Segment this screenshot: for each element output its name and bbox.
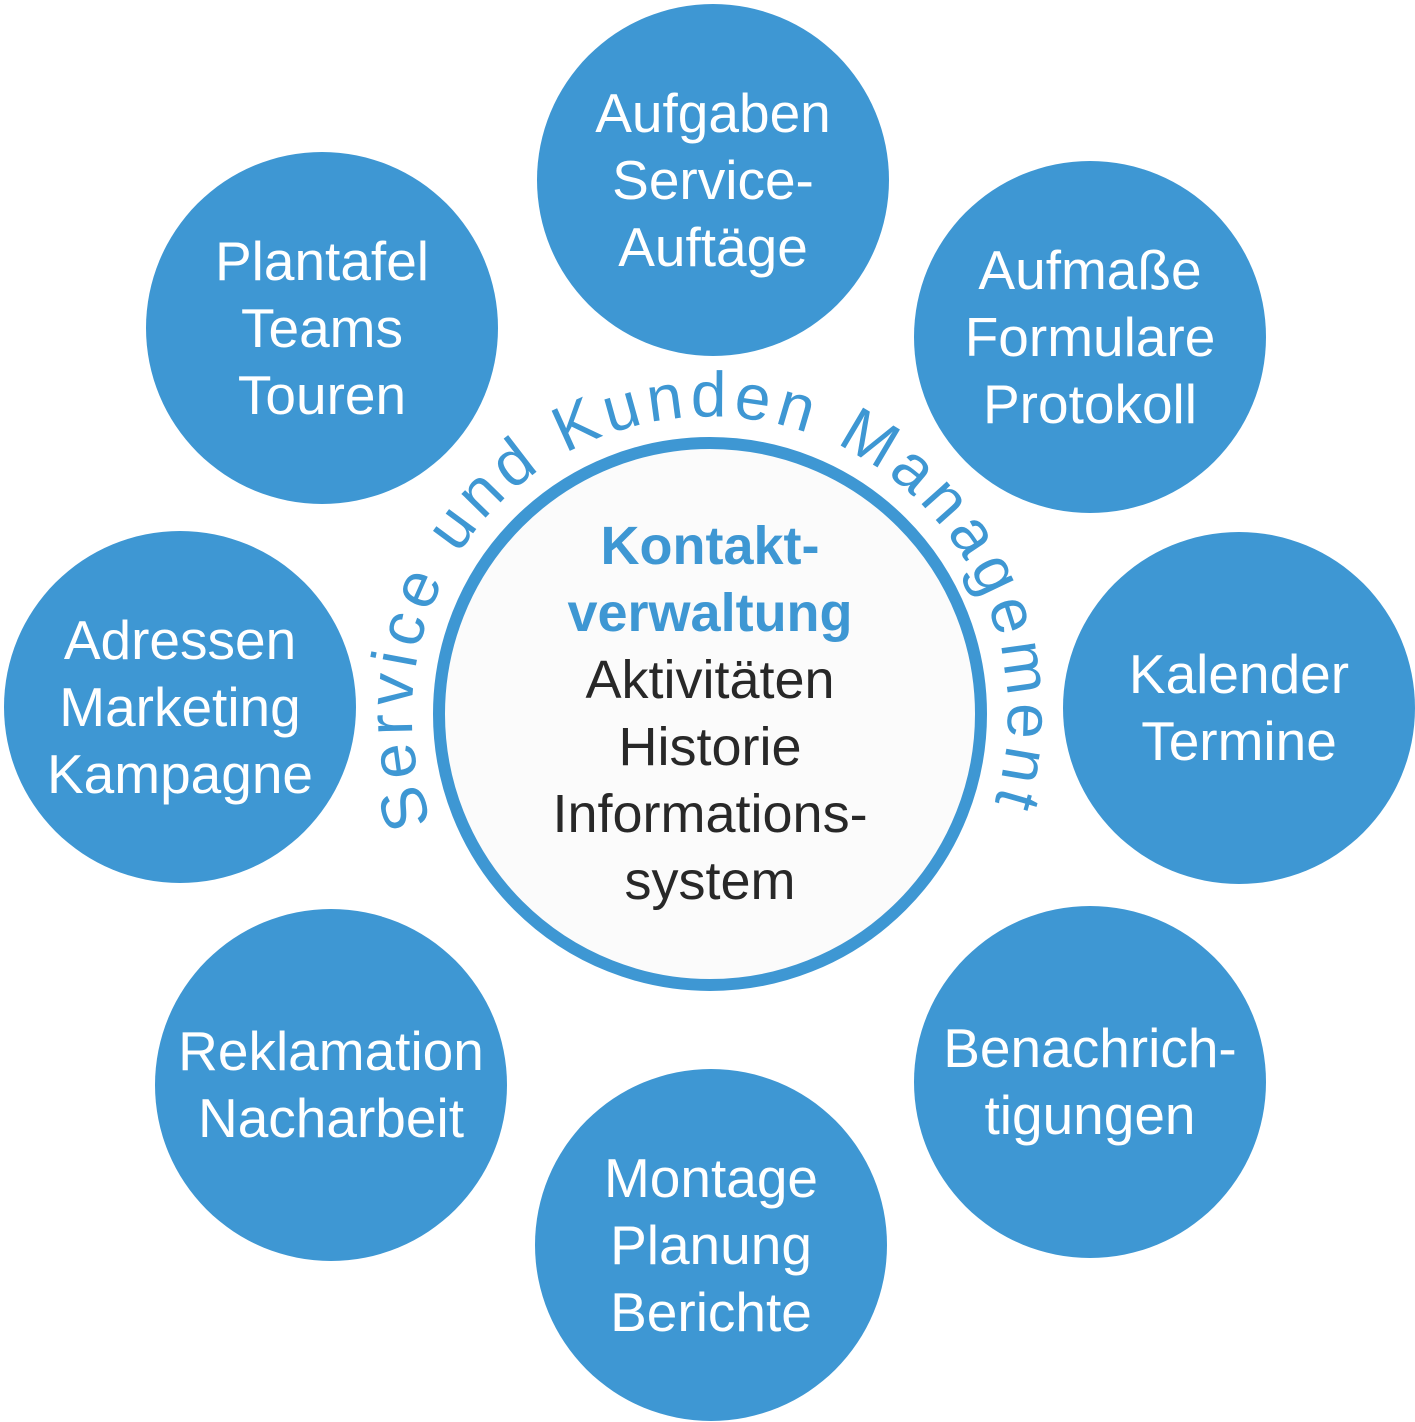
center-title-line-1: Kontakt- — [600, 516, 820, 576]
circle-label-line: Touren — [237, 363, 407, 426]
circle-label-line: Nacharbeit — [198, 1087, 464, 1149]
circle-label-line: Montage — [603, 1146, 819, 1209]
circle-aufgaben-serviceauftraege: Aufgaben Service- Auftäge — [537, 4, 889, 356]
center-title-line-2: verwaltung — [567, 583, 853, 643]
center-body-line-2: Historie — [618, 717, 802, 777]
circle-label-line: tigungen — [984, 1084, 1196, 1146]
center-body-line-3: Informations- — [552, 784, 868, 844]
circle-adressen-marketing-kampagne: Adressen Marketing Kampagne — [4, 531, 356, 883]
circle-label-line: Marketing — [59, 675, 301, 738]
circle-label-line: Berichte — [610, 1280, 812, 1343]
circle-label-line: Aufmaße — [978, 238, 1202, 301]
circle-label-line: Planung — [610, 1213, 812, 1276]
center-body-line-4: system — [624, 851, 796, 911]
circle-label-line: Service- — [612, 148, 814, 211]
center-circle-kontaktverwaltung: Kontakt- verwaltung Aktivitäten Historie… — [433, 437, 987, 991]
circle-label-line: Benachrich- — [943, 1017, 1237, 1079]
circle-kalender-termine: Kalender Termine — [1063, 532, 1415, 884]
circle-label-line: Adressen — [63, 608, 297, 671]
circle-label-line: Protokoll — [983, 372, 1197, 435]
circle-label-line: Auftäge — [618, 215, 808, 278]
circle-label-line: Aufgaben — [595, 81, 831, 144]
circle-label-line: Termine — [1141, 710, 1337, 772]
circle-label-line: Kalender — [1128, 643, 1350, 705]
circle-benachrichtigungen: Benachrich- tigungen — [914, 906, 1266, 1258]
circle-label-line: Teams — [241, 296, 403, 359]
circle-label-line: Plantafel — [214, 229, 430, 292]
circle-label-line: Formulare — [964, 305, 1216, 368]
circle-reklamation-nacharbeit: Reklamation Nacharbeit — [155, 909, 507, 1261]
circle-aufmasse-formulare-protokoll: Aufmaße Formulare Protokoll — [914, 161, 1266, 513]
circle-label-line: Reklamation — [178, 1020, 484, 1082]
circle-label-line: Kampagne — [46, 742, 314, 805]
circle-plantafel-teams-touren: Plantafel Teams Touren — [146, 152, 498, 504]
circle-montage-planung-berichte: Montage Planung Berichte — [535, 1069, 887, 1421]
center-body-line-1: Aktivitäten — [585, 650, 835, 710]
